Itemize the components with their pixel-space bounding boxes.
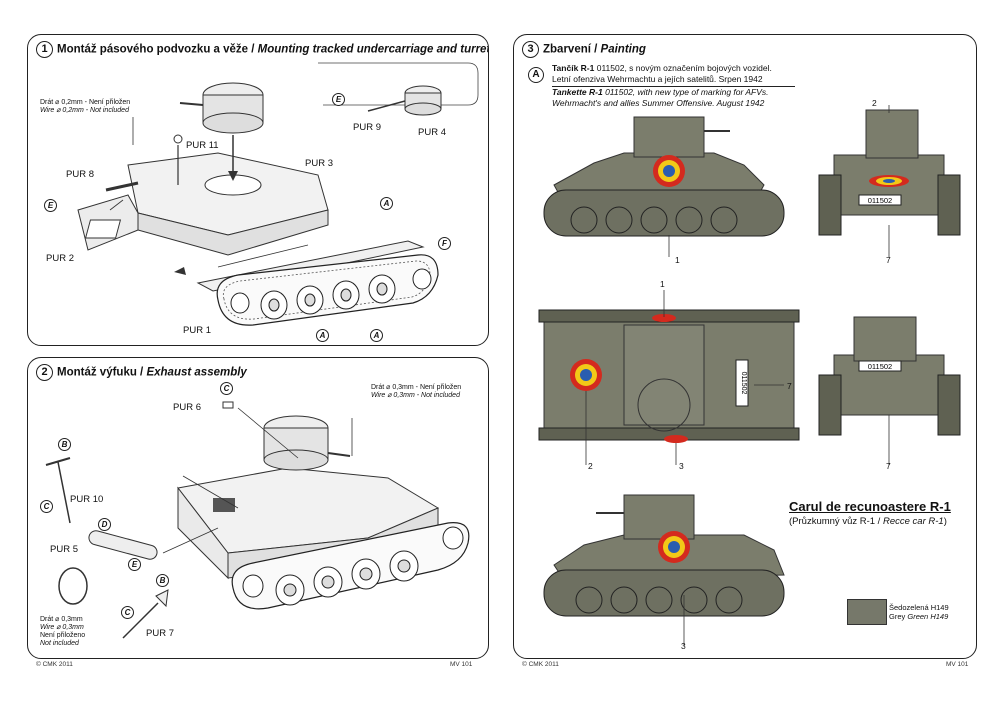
callout-a: A <box>316 329 329 342</box>
footer-copyright-left: © CMK 2011 <box>36 661 73 668</box>
label-pur-7: PUR 7 <box>146 628 174 639</box>
license-plate-rear: 011502 <box>868 362 892 371</box>
side-view-left <box>543 116 785 237</box>
label-pur-1: PUR 1 <box>183 325 211 336</box>
callout-d: D <box>98 518 111 531</box>
paint-swatch-grey-green <box>847 599 887 625</box>
label-pur-3: PUR 3 <box>305 158 333 169</box>
label-pur-6: PUR 6 <box>173 402 201 413</box>
callout-a: A <box>380 197 393 210</box>
marker-1: 1 <box>660 279 665 289</box>
vehicle-heading: Carul de recunoastere R-1 <box>789 499 951 514</box>
label-pur-11: PUR 11 <box>186 140 219 151</box>
callout-e: E <box>44 199 57 212</box>
callout-b: B <box>156 574 169 587</box>
marker-1: 1 <box>675 255 680 265</box>
callout-c: C <box>220 382 233 395</box>
paint-legend: Šedozelená H149 Grey Green H149 <box>889 603 949 621</box>
marker-3: 3 <box>679 461 684 471</box>
rear-view: 011502 <box>818 316 961 436</box>
marker-7: 7 <box>787 381 792 391</box>
painting-views-drawing: 011502 011502 011502 <box>538 105 961 645</box>
step-number: 2 <box>36 364 53 381</box>
label-pur-5: PUR 5 <box>50 544 78 555</box>
callout-c: C <box>121 606 134 619</box>
side-view-right <box>543 494 785 617</box>
marker-2: 2 <box>588 461 593 471</box>
license-plate-front: 011502 <box>868 196 892 205</box>
front-view: 011502 <box>818 109 961 236</box>
callout-f: F <box>438 237 451 250</box>
exhaust-assembly-drawing <box>45 401 470 639</box>
variant-badge: A <box>528 67 544 83</box>
marker-2: 2 <box>872 98 877 108</box>
caption-english: Tankette R-1 011502, with new type of ma… <box>552 87 769 108</box>
step-number: 1 <box>36 41 53 58</box>
footer-code-left: MV 101 <box>450 661 473 668</box>
license-plate-top: 011502 <box>740 372 747 395</box>
footer-copyright-right: © CMK 2011 <box>522 661 559 668</box>
callout-e-inset: E <box>332 93 345 106</box>
callout-c: C <box>40 500 53 513</box>
caption-divider <box>552 86 795 87</box>
caption-czech: Tančík R-1 011502, s novým označením boj… <box>552 63 772 84</box>
label-pur-9: PUR 9 <box>353 122 381 133</box>
callout-e: E <box>128 558 141 571</box>
label-pur-8: PUR 8 <box>66 169 94 180</box>
step-number: 3 <box>522 41 539 58</box>
callout-a: A <box>370 329 383 342</box>
top-view: 011502 <box>538 309 800 443</box>
marker-7: 7 <box>886 255 891 265</box>
callout-b: B <box>58 438 71 451</box>
marker-3: 3 <box>681 641 686 651</box>
footer-code-right: MV 101 <box>946 661 969 668</box>
vehicle-subheading: (Průzkumný vůz R-1 / Recce car R-1) <box>789 516 947 527</box>
tankette-assembly-drawing <box>77 62 479 326</box>
label-pur-4: PUR 4 <box>418 127 446 138</box>
marker-7: 7 <box>886 461 891 471</box>
label-pur-2: PUR 2 <box>46 253 74 264</box>
label-pur-10: PUR 10 <box>70 494 104 505</box>
